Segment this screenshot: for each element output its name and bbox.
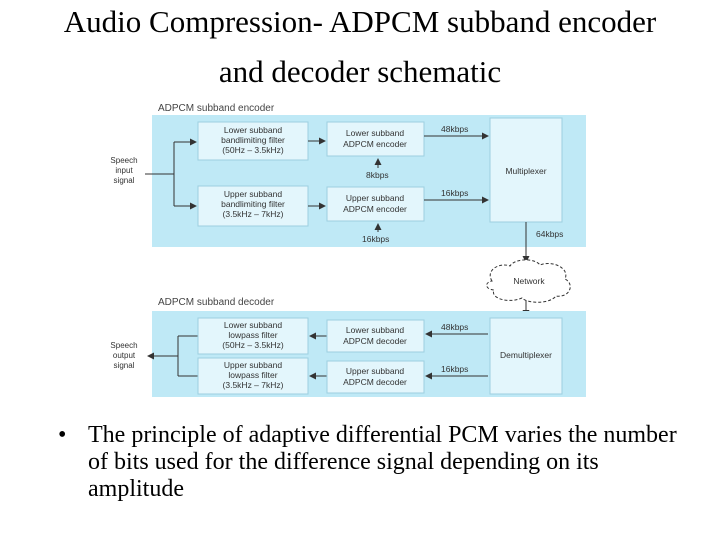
- decoder-upper-adpcm-box: [326, 360, 425, 394]
- decoder-upper-filter-box: [197, 357, 309, 395]
- encoder-upper-filter-line2: bandlimiting filter: [221, 199, 285, 209]
- encoder-rate-64kbps: 64kbps: [536, 229, 563, 239]
- decoder-label: ADPCM subband decoder: [158, 297, 275, 308]
- encoder-lower-adpcm-line1: Lower subband: [346, 128, 404, 138]
- multiplexer-label: Multiplexer: [505, 166, 546, 176]
- svg-text:Speech: Speech: [110, 156, 137, 165]
- encoder-upper-adpcm-line2: ADPCM encoder: [343, 204, 407, 214]
- encoder-rate-48kbps: 48kbps: [441, 124, 468, 134]
- svg-text:output: output: [113, 351, 136, 360]
- decoder-output-label: Speech output signal: [110, 341, 137, 370]
- bullet-text: The principle of adaptive differential P…: [88, 422, 677, 502]
- encoder-rate-8kbps: 8kbps: [366, 170, 389, 180]
- decoder-upper-adpcm-line2: ADPCM decoder: [343, 377, 407, 387]
- decoder-lower-adpcm-line2: ADPCM decoder: [343, 336, 407, 346]
- encoder-upper-filter-line3: (3.5kHz – 7kHz): [223, 209, 284, 219]
- decoder-lower-filter-line3: (50Hz – 3.5kHz): [222, 340, 284, 350]
- decoder-rate-48kbps: 48kbps: [441, 322, 468, 332]
- encoder-lower-filter-line1: Lower subband: [224, 125, 282, 135]
- page-title-line-2: and decoder schematic: [218, 54, 502, 89]
- svg-text:signal: signal: [114, 361, 135, 370]
- decoder-upper-filter-line2: lowpass filter: [228, 370, 277, 380]
- encoder-rate-upper-kbps: 16kbps: [441, 188, 468, 198]
- page-title-line-1: Audio Compression- ADPCM subband encoder: [63, 4, 657, 39]
- encoder-upper-filter-line1: Upper subband: [224, 189, 282, 199]
- encoder-upper-filter-box: [197, 185, 309, 227]
- decoder-upper-filter-line3: (3.5kHz – 7kHz): [223, 380, 284, 390]
- encoder-rate-16kbps: 16kbps: [362, 234, 389, 244]
- network-label: Network: [513, 276, 545, 286]
- decoder-lower-filter-box: [197, 317, 309, 355]
- encoder-lower-adpcm-line2: ADPCM encoder: [343, 139, 407, 149]
- svg-text:signal: signal: [114, 176, 135, 185]
- decoder-upper-adpcm-line1: Upper subband: [346, 366, 404, 376]
- decoder-lower-adpcm-line1: Lower subband: [346, 325, 404, 335]
- encoder-lower-filter-box: [197, 121, 309, 161]
- decoder-lower-filter-line1: Lower subband: [224, 320, 282, 330]
- demultiplexer-label: Demultiplexer: [500, 350, 552, 360]
- svg-text:Speech: Speech: [110, 341, 137, 350]
- encoder-input-split: [145, 141, 190, 207]
- bullet-icon: •: [58, 422, 67, 448]
- encoder-upper-adpcm-box: [326, 186, 425, 222]
- decoder-upper-filter-line1: Upper subband: [224, 360, 282, 370]
- encoder-lower-adpcm-box: [326, 121, 425, 157]
- encoder-upper-adpcm-line1: Upper subband: [346, 193, 404, 203]
- encoder-lower-filter-line2: bandlimiting filter: [221, 135, 285, 145]
- svg-text:input: input: [115, 166, 133, 175]
- demultiplexer-box: [489, 317, 563, 395]
- decoder-lower-filter-line2: lowpass filter: [228, 330, 277, 340]
- multiplexer-box: [489, 117, 563, 223]
- decoder-rate-16kbps: 16kbps: [441, 364, 468, 374]
- network-cloud: [486, 259, 571, 303]
- encoder-lower-filter-line3: (50Hz – 3.5kHz): [222, 145, 284, 155]
- decoder-lower-adpcm-box: [326, 319, 425, 353]
- encoder-input-label: Speech input signal: [110, 156, 137, 185]
- encoder-label: ADPCM subband encoder: [158, 103, 275, 114]
